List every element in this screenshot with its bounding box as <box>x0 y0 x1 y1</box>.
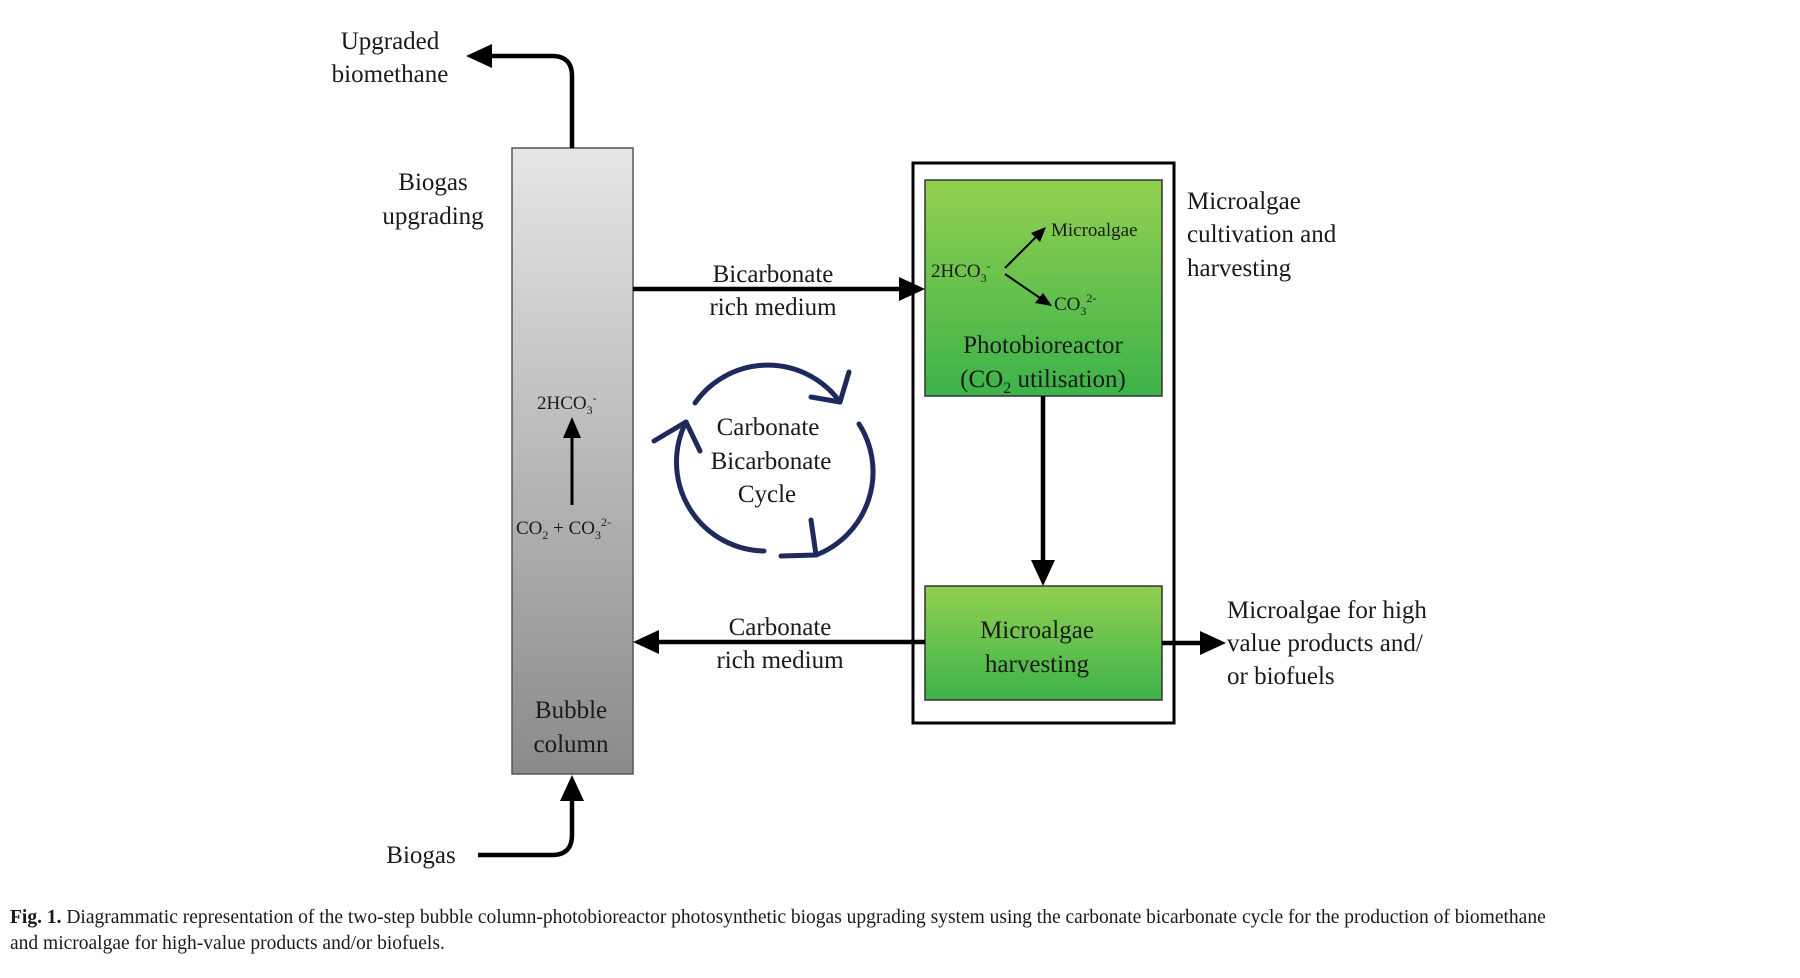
products-output-arrow <box>1162 631 1226 655</box>
pbr-split-arrows <box>1004 227 1052 306</box>
carbonate-medium-label-2: rich medium <box>716 647 844 674</box>
bubble-column-label-1: Bubble <box>535 697 607 724</box>
bicarbonate-medium-label-2: rich medium <box>709 294 837 321</box>
column-bicarbonate-formula: 2HCO3- <box>537 391 597 417</box>
bicarbonate-medium-arrow <box>633 277 925 301</box>
figure-label: Fig. 1. <box>10 907 62 928</box>
cycle-arrows-icon <box>651 362 876 559</box>
harvesting-box-label-2: harvesting <box>985 651 1090 678</box>
cycle-label-3: Cycle <box>738 481 796 508</box>
cycle-label-1: Carbonate <box>717 414 820 441</box>
co2-utilisation-label: (CO2 utilisation) <box>960 366 1126 397</box>
cultivation-label-1: Microalgae <box>1187 188 1301 215</box>
biogas-inlet-arrow <box>478 775 584 858</box>
photobioreactor-box <box>924 179 1163 397</box>
bubble-column-label-2: column <box>534 731 609 758</box>
carbonate-medium-arrow <box>633 630 925 654</box>
cultivation-harvesting-box <box>911 161 1176 725</box>
figure-caption-line2: and microalgae for high-value products a… <box>10 933 445 954</box>
cycle-label-2: Bicarbonate <box>711 448 832 475</box>
products-label-2: value products and/ <box>1227 630 1423 657</box>
pbr-bicarbonate-formula: 2HCO3- <box>931 259 991 285</box>
column-reaction-arrow <box>563 417 581 505</box>
biogas-upgrading-label-2: upgrading <box>382 203 484 230</box>
cultivation-label-2: cultivation and <box>1187 221 1337 248</box>
products-label-3: or biofuels <box>1227 663 1335 690</box>
microalgae-harvesting-box <box>924 585 1163 701</box>
upgraded-biomethane-arrow <box>466 44 575 148</box>
bicarbonate-medium-label-1: Bicarbonate <box>713 261 834 288</box>
upgraded-biomethane-label-1: Upgraded <box>341 28 440 55</box>
biogas-inlet-label: Biogas <box>386 842 455 869</box>
pbr-to-harvesting-arrow <box>1031 396 1055 586</box>
cultivation-label-3: harvesting <box>1187 255 1292 282</box>
harvesting-box-label-1: Microalgae <box>980 617 1094 644</box>
photobioreactor-label: Photobioreactor <box>963 332 1123 359</box>
carbonate-medium-label-1: Carbonate <box>729 614 832 641</box>
biogas-upgrading-label-1: Biogas <box>398 169 467 196</box>
pbr-carbonate-formula: CO32- <box>1054 291 1096 318</box>
figure-caption: Fig. 1. Diagrammatic representation of t… <box>10 905 1780 957</box>
figure-caption-line1: Diagrammatic representation of the two-s… <box>66 907 1546 928</box>
column-co2-co3-formula: CO2 + CO32- <box>516 515 611 542</box>
pbr-microalgae-text: Microalgae <box>1051 220 1138 241</box>
upgraded-biomethane-label-2: biomethane <box>332 61 449 88</box>
products-label-1: Microalgae for high <box>1227 597 1427 624</box>
